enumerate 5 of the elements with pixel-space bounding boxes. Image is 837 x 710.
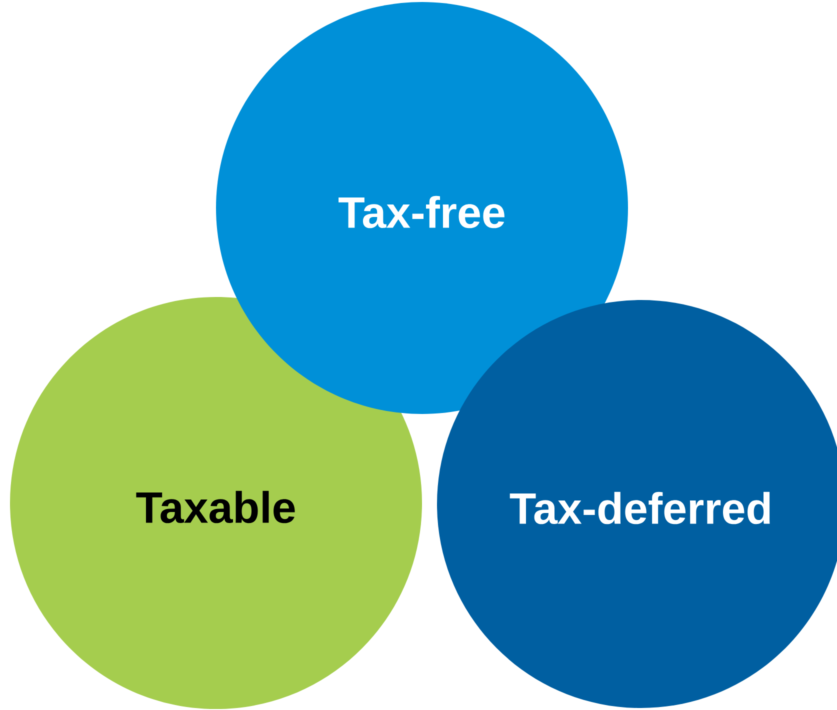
circle — [10, 297, 422, 709]
circle — [216, 2, 628, 414]
circle-label: Tax-deferred — [510, 492, 770, 524]
circle-label: Tax-free — [338, 196, 504, 228]
circle-label: Taxable — [136, 490, 295, 524]
